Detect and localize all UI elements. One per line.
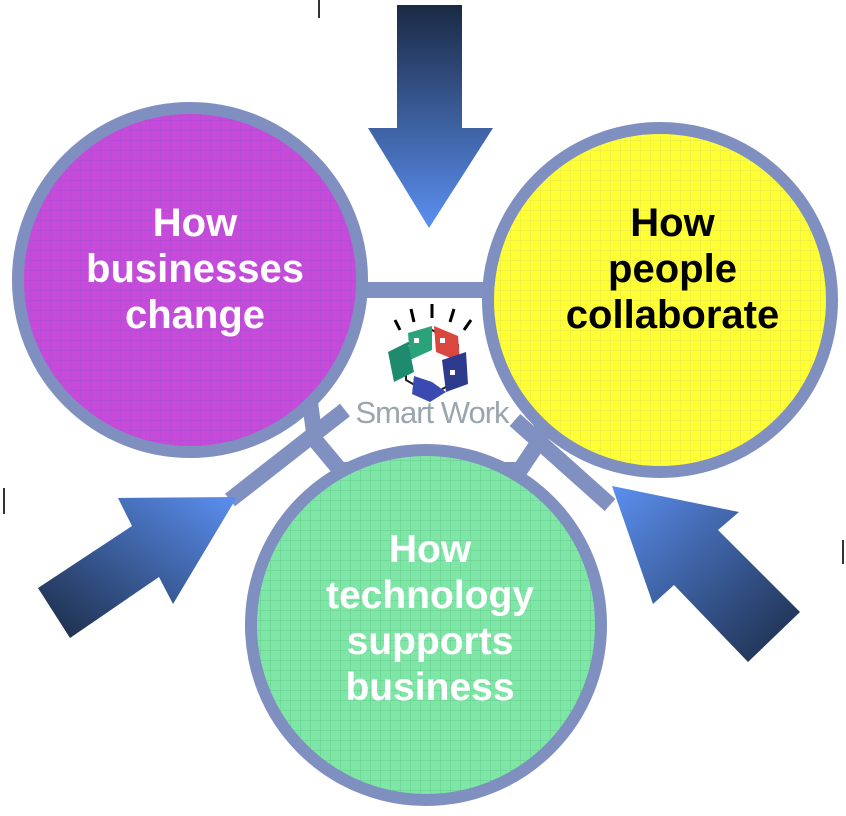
technology-circle [245, 444, 607, 806]
edge-mark [318, 0, 320, 18]
edge-mark [3, 488, 5, 514]
up-left-arrow [612, 486, 800, 662]
up-right-arrow [38, 497, 237, 638]
smart-work-label: Smart Work [355, 395, 509, 430]
people-circle-label: How people collaborate [565, 201, 780, 337]
connector-line [225, 403, 350, 507]
down-arrow [368, 5, 493, 228]
smart-work-logo-icon [388, 304, 473, 402]
connector-line [509, 414, 616, 511]
people-circle [482, 122, 838, 478]
businesses-circle-label: How businesses change [86, 201, 304, 337]
businesses-circle [12, 102, 368, 458]
edge-mark [842, 540, 844, 564]
technology-circle-label: How technology supports business [325, 528, 534, 709]
